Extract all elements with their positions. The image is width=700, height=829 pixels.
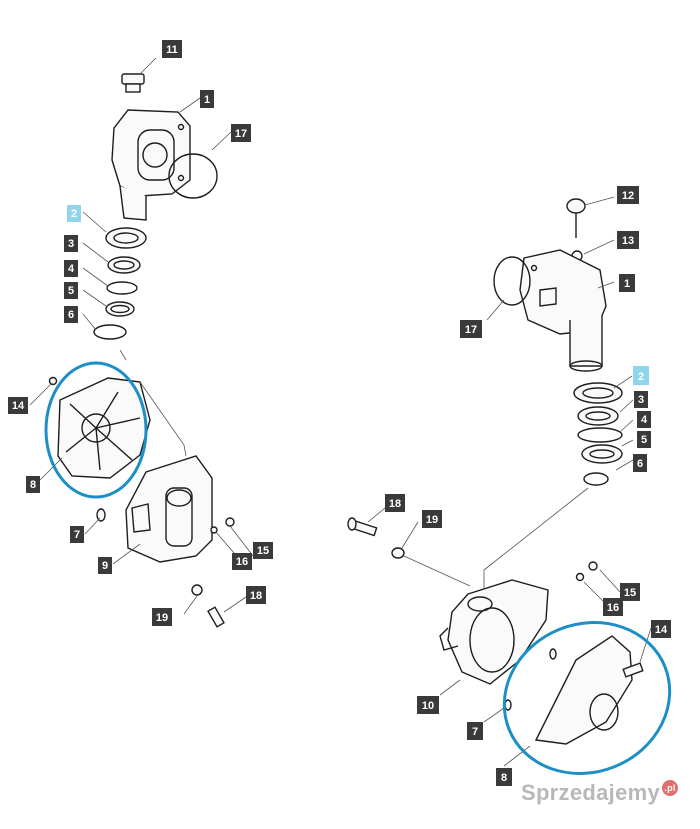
svg-text:9: 9 — [102, 560, 108, 572]
svg-text:3: 3 — [638, 394, 644, 406]
callout-left-4: 4 — [64, 260, 78, 277]
callout-right-12: 12 — [617, 186, 639, 204]
svg-text:19: 19 — [156, 612, 168, 624]
callout-right-13: 13 — [617, 231, 639, 249]
callout-left-3: 3 — [64, 235, 78, 252]
callout-left-1: 1 — [200, 90, 214, 108]
callout-left-9: 9 — [98, 557, 112, 574]
svg-text:4: 4 — [641, 414, 648, 426]
pump-body-part — [125, 455, 213, 563]
svg-text:10: 10 — [422, 700, 434, 712]
housing-part — [111, 109, 191, 221]
callout-left-15: 15 — [253, 542, 273, 559]
callout-left-14: 14 — [8, 397, 28, 414]
svg-text:6: 6 — [68, 309, 74, 321]
callout-right-14: 14 — [651, 620, 671, 638]
svg-text:12: 12 — [622, 190, 634, 202]
watermark-suffix: .pl — [662, 780, 678, 796]
svg-text:11: 11 — [166, 44, 178, 56]
callout-right-18: 18 — [385, 494, 405, 512]
svg-text:2: 2 — [71, 208, 77, 220]
callout-right-1: 1 — [619, 274, 635, 292]
highlight-right-cover — [502, 621, 672, 775]
callout-right-10: 10 — [417, 696, 439, 714]
svg-text:17: 17 — [235, 128, 247, 140]
svg-text:6: 6 — [637, 458, 643, 470]
callout-left-16: 16 — [232, 553, 252, 570]
seal-stack-right — [573, 382, 623, 486]
svg-text:4: 4 — [68, 263, 75, 275]
svg-text:14: 14 — [12, 400, 25, 412]
svg-text:14: 14 — [655, 624, 668, 636]
callout-left-5: 5 — [64, 282, 78, 299]
callout-right-16: 16 — [603, 598, 623, 616]
svg-text:5: 5 — [68, 285, 74, 297]
callout-right-19: 19 — [422, 510, 442, 528]
callout-left-11: 11 — [162, 40, 182, 58]
svg-text:7: 7 — [74, 529, 80, 541]
callout-right-5: 5 — [637, 431, 651, 448]
callout-left-17: 17 — [231, 124, 251, 142]
left-assembly — [29, 57, 254, 628]
svg-text:17: 17 — [465, 324, 477, 336]
callout-right-15: 15 — [620, 583, 640, 601]
plug-part — [121, 73, 145, 93]
svg-text:1: 1 — [204, 94, 210, 106]
bolt-right-part — [347, 517, 378, 537]
watermark-text: Sprzedajemy — [520, 780, 660, 805]
seal-stack — [93, 227, 147, 340]
svg-text:15: 15 — [257, 545, 269, 557]
svg-text:15: 15 — [624, 587, 636, 599]
svg-text:13: 13 — [622, 235, 634, 247]
svg-text:8: 8 — [30, 479, 36, 491]
callout-left-6: 6 — [64, 306, 78, 323]
callout-right-2: 2 — [633, 366, 649, 385]
right-assembly — [347, 196, 652, 767]
callout-right-8: 8 — [496, 768, 512, 786]
watermark: Sprzedajemy.pl — [521, 780, 678, 806]
housing-right-part — [519, 249, 607, 372]
callout-left-18: 18 — [246, 586, 266, 604]
callout-right-7: 7 — [467, 722, 483, 740]
pump-body-right-part — [439, 579, 549, 685]
svg-text:18: 18 — [250, 590, 262, 602]
callout-right-6: 6 — [633, 454, 647, 472]
svg-text:19: 19 — [426, 514, 438, 526]
callout-left-19: 19 — [152, 608, 172, 626]
highlight-left-cover — [44, 361, 148, 499]
svg-text:7: 7 — [472, 726, 478, 738]
callout-right-17: 17 — [460, 320, 482, 338]
callout-left-2: 2 — [67, 205, 81, 222]
svg-text:8: 8 — [501, 772, 507, 784]
svg-text:18: 18 — [389, 498, 401, 510]
svg-text:3: 3 — [68, 238, 74, 250]
svg-text:16: 16 — [607, 602, 619, 614]
callout-left-8: 8 — [26, 476, 40, 493]
svg-text:16: 16 — [236, 556, 248, 568]
svg-text:2: 2 — [638, 371, 644, 383]
cover-part — [57, 377, 151, 479]
svg-text:5: 5 — [641, 434, 647, 446]
callout-right-3: 3 — [634, 391, 648, 408]
callout-right-4: 4 — [637, 411, 651, 428]
svg-text:1: 1 — [624, 278, 630, 290]
dipstick-part — [566, 198, 586, 238]
callout-left-7: 7 — [70, 526, 84, 543]
